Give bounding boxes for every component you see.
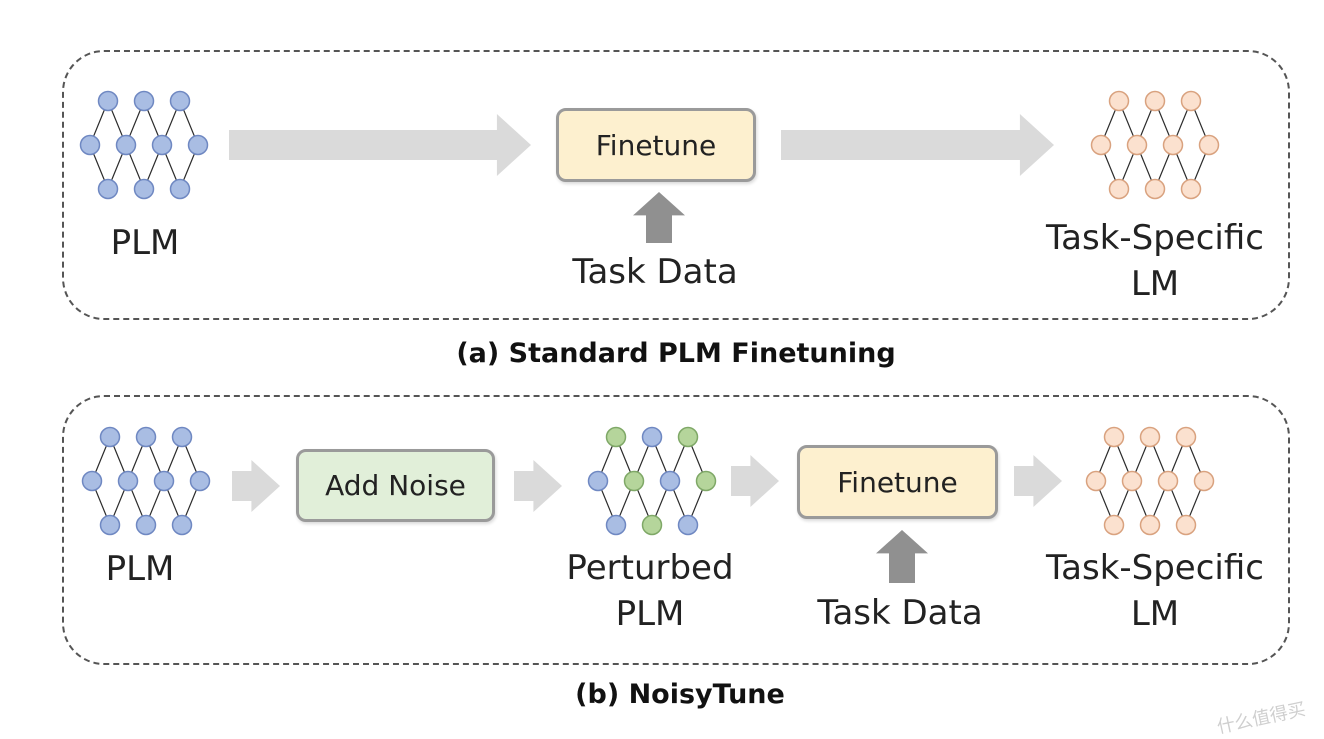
network-node <box>1108 178 1130 200</box>
task-specific-label-b: Task-Specific LM <box>1030 546 1280 638</box>
network-node <box>605 426 627 448</box>
task-specific-line2-b: LM <box>1130 593 1180 634</box>
network-node <box>79 134 101 156</box>
network-node <box>151 134 173 156</box>
perturbed-line2: PLM <box>615 593 685 634</box>
network-node <box>677 426 699 448</box>
task-specific-label-a: Task-Specific LM <box>1030 216 1280 308</box>
plm-label-a: PLM <box>110 223 180 263</box>
arrow-plm-to-finetune-a <box>229 114 531 176</box>
network-node <box>169 178 191 200</box>
caption-a: (a) Standard PLM Finetuning <box>456 338 896 369</box>
network-node <box>135 426 157 448</box>
finetune-label-b: Finetune <box>837 465 958 499</box>
network-node <box>1198 134 1220 156</box>
arrow-finetune-to-output-b <box>1014 455 1062 507</box>
finetune-label-a: Finetune <box>595 128 717 162</box>
task-data-up-arrow-a <box>633 192 685 243</box>
plm-label-b: PLM <box>105 549 175 589</box>
network-node <box>1175 514 1197 536</box>
arrow-plm-to-noise-b <box>232 460 280 512</box>
network-node <box>1180 90 1202 112</box>
network-node <box>1193 470 1215 492</box>
network-node <box>587 470 609 492</box>
task-specific-network-icon-b <box>1085 426 1215 536</box>
network-node <box>641 426 663 448</box>
network-node <box>1121 470 1143 492</box>
network-node <box>1139 514 1161 536</box>
network-node <box>1108 90 1130 112</box>
network-node <box>1090 134 1112 156</box>
task-specific-line1-a: Task-Specific <box>1046 218 1264 258</box>
network-node <box>1144 90 1166 112</box>
task-specific-network-icon-a <box>1090 90 1220 200</box>
task-specific-line1-b: Task-Specific <box>1046 548 1264 588</box>
arrow-perturbed-to-finetune-b <box>731 455 779 507</box>
task-data-up-arrow-b <box>876 530 928 583</box>
network-node <box>1157 470 1179 492</box>
network-node <box>1144 178 1166 200</box>
plm-network-icon-b <box>81 426 211 536</box>
perturbed-network-icon-b <box>587 426 717 536</box>
network-node <box>1103 514 1125 536</box>
task-data-label-a: Task Data <box>572 252 738 292</box>
task-specific-line2-a: LM <box>1130 263 1180 304</box>
network-node <box>1085 470 1107 492</box>
network-node <box>1162 134 1184 156</box>
network-node <box>1103 426 1125 448</box>
network-node <box>1139 426 1161 448</box>
panel-noisytune <box>62 395 1290 665</box>
network-node <box>1180 178 1202 200</box>
network-node <box>189 470 211 492</box>
network-node <box>659 470 681 492</box>
arrow-noise-to-perturbed-b <box>514 460 562 512</box>
network-node <box>171 426 193 448</box>
finetune-box-b: Finetune <box>797 445 998 519</box>
caption-b: (b) NoisyTune <box>575 679 785 710</box>
network-node <box>135 514 157 536</box>
network-node <box>171 514 193 536</box>
network-node <box>133 90 155 112</box>
panel-standard-finetuning <box>62 50 1290 320</box>
plm-network-icon-a <box>79 90 209 200</box>
network-node <box>133 178 155 200</box>
finetune-box-a: Finetune <box>556 108 756 182</box>
network-node <box>623 470 645 492</box>
network-node <box>605 514 627 536</box>
network-node <box>695 470 717 492</box>
network-node <box>97 178 119 200</box>
network-node <box>187 134 209 156</box>
network-node <box>99 514 121 536</box>
network-node <box>117 470 139 492</box>
perturbed-line1: Perturbed <box>566 548 734 588</box>
perturbed-label: Perturbed PLM <box>550 546 750 638</box>
network-node <box>677 514 699 536</box>
add-noise-box: Add Noise <box>296 449 495 522</box>
network-node <box>115 134 137 156</box>
network-node <box>153 470 175 492</box>
arrow-finetune-to-output-a <box>781 114 1054 176</box>
network-node <box>81 470 103 492</box>
network-node <box>97 90 119 112</box>
add-noise-label: Add Noise <box>325 469 466 502</box>
network-node <box>169 90 191 112</box>
network-node <box>641 514 663 536</box>
task-data-label-b: Task Data <box>817 593 983 633</box>
network-node <box>1175 426 1197 448</box>
network-node <box>1126 134 1148 156</box>
network-node <box>99 426 121 448</box>
